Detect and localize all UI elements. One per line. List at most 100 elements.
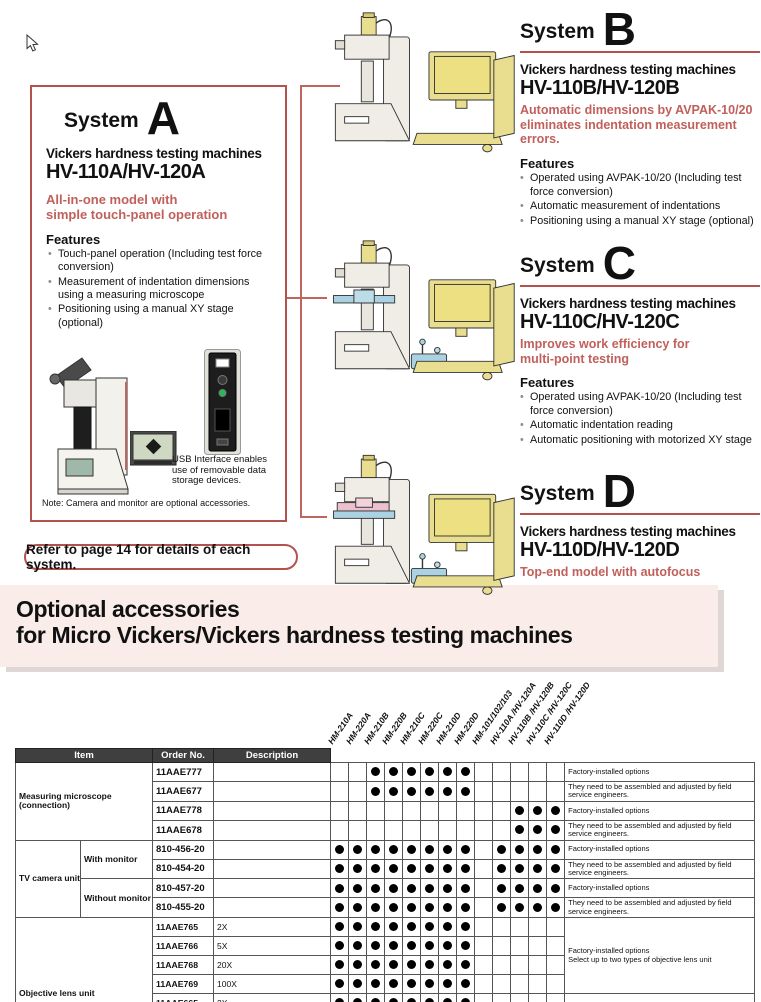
compatibility-cell xyxy=(366,800,386,821)
compatibility-cell xyxy=(438,878,458,899)
compatibility-dot xyxy=(389,903,399,912)
compatibility-dot xyxy=(443,960,453,970)
compatibility-cell xyxy=(366,897,386,919)
compatibility-dot xyxy=(497,903,507,912)
compatibility-dot xyxy=(533,903,543,912)
compatibility-dot xyxy=(353,960,363,970)
compatibility-cell xyxy=(492,878,512,899)
compatibility-dot xyxy=(551,883,561,893)
compatibility-dot xyxy=(443,767,453,777)
compatibility-cell xyxy=(330,781,350,802)
compatibility-cell xyxy=(420,858,440,880)
compatibility-dot xyxy=(497,883,507,893)
compatibility-cell xyxy=(528,897,548,919)
feature-item: Automatic indentation reading xyxy=(520,419,760,433)
compatibility-dot xyxy=(425,998,435,1002)
illustration-system-c xyxy=(333,240,515,381)
compatibility-dot xyxy=(407,844,417,854)
compatibility-cell xyxy=(438,839,458,860)
compatibility-cell xyxy=(474,800,494,821)
compatibility-cell xyxy=(474,955,494,976)
compatibility-cell xyxy=(420,993,440,1002)
compatibility-cell xyxy=(438,897,458,919)
compatibility-cell xyxy=(384,955,404,976)
compatibility-dot xyxy=(353,844,363,854)
compatibility-dot xyxy=(335,864,345,874)
compatibility-cell xyxy=(510,974,530,995)
compatibility-cell xyxy=(384,800,404,821)
compatibility-cell xyxy=(456,858,476,880)
description-cell: 5X xyxy=(213,936,332,957)
compatibility-dot xyxy=(551,903,561,912)
order-no-cell: 11AAE768 xyxy=(152,955,215,976)
compatibility-cell xyxy=(384,897,404,919)
compatibility-dot xyxy=(425,960,435,970)
compatibility-cell xyxy=(438,819,458,841)
compatibility-cell xyxy=(348,800,368,821)
compatibility-cell xyxy=(474,819,494,841)
order-no-cell: 11AAE777 xyxy=(152,762,215,782)
hardness-tester-photo xyxy=(49,357,129,495)
compatibility-dot xyxy=(515,864,525,874)
compatibility-dot xyxy=(461,903,471,912)
compatibility-dot xyxy=(515,844,525,854)
mouse-cursor-icon xyxy=(26,34,39,52)
system-a-panel: System A Vickers hardness testing machin… xyxy=(30,85,287,522)
compatibility-dot xyxy=(551,844,561,854)
compatibility-dot xyxy=(335,883,345,893)
compatibility-cell xyxy=(438,955,458,976)
feature-item: Operated using AVPAK-10/20 (Including te… xyxy=(520,391,760,418)
compatibility-dot xyxy=(353,883,363,893)
compatibility-dot xyxy=(353,998,363,1002)
compatibility-cell xyxy=(474,936,494,957)
note-cell: They need to be assembled and adjusted b… xyxy=(564,819,756,841)
order-no-header: Order No. xyxy=(152,748,215,763)
compatibility-cell xyxy=(384,839,404,860)
order-no-cell: 810-455-20 xyxy=(152,897,215,919)
compatibility-dot xyxy=(389,979,399,989)
connector-branch-d xyxy=(300,516,327,518)
system-c-title: System C xyxy=(520,240,760,286)
refer-page-note: Refer to page 14 for details of each sys… xyxy=(24,542,298,572)
compatibility-cell xyxy=(402,819,422,841)
system-word: System xyxy=(520,481,595,505)
compatibility-cell xyxy=(438,936,458,957)
compatibility-dot xyxy=(407,941,417,951)
compatibility-dot xyxy=(407,864,417,874)
compatibility-dot xyxy=(335,960,345,970)
compatibility-dot xyxy=(335,979,345,989)
compatibility-cell xyxy=(492,936,512,957)
compatibility-dot xyxy=(371,903,381,912)
compatibility-cell xyxy=(438,762,458,782)
compatibility-cell xyxy=(402,917,422,938)
compatibility-dot xyxy=(353,922,363,932)
item-group-cell: Measuring microscope (connection) xyxy=(14,762,154,841)
compatibility-dot xyxy=(389,767,399,777)
tagline: Improves work efficiency for multi-point… xyxy=(520,337,760,367)
compatibility-dot xyxy=(551,825,561,835)
feature-item: Positioning using a manual XY stage (opt… xyxy=(48,303,276,330)
model-names: HV-110A/HV-120A xyxy=(46,160,206,183)
compatibility-cell xyxy=(348,762,368,782)
compatibility-cell xyxy=(402,993,422,1002)
compatibility-cell xyxy=(510,955,530,976)
compatibility-dot xyxy=(461,844,471,854)
compatibility-cell xyxy=(384,762,404,782)
compatibility-cell xyxy=(456,781,476,802)
compatibility-cell xyxy=(348,917,368,938)
compatibility-dot xyxy=(335,903,345,912)
compatibility-cell xyxy=(420,878,440,899)
usb-caption: USB Interface enables use of removable d… xyxy=(172,454,268,487)
compatibility-cell xyxy=(492,781,512,802)
compatibility-cell xyxy=(510,897,530,919)
compatibility-cell xyxy=(330,955,350,976)
compatibility-cell xyxy=(366,762,386,782)
connector-branch-b xyxy=(300,85,340,87)
compatibility-dot xyxy=(461,864,471,874)
compatibility-dot xyxy=(461,941,471,951)
usb-panel-photo xyxy=(204,349,241,455)
